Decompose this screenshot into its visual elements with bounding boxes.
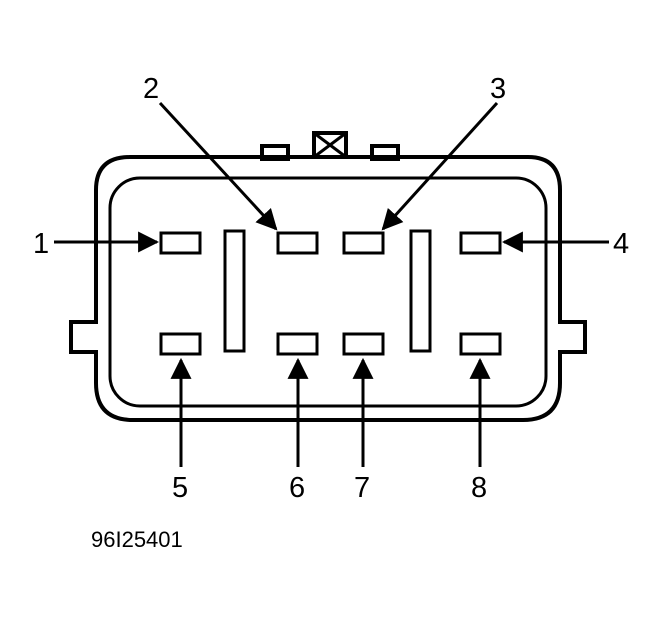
keying-slot-right — [409, 229, 432, 353]
pin-cavity-2 — [276, 231, 319, 255]
housing-outer-outline — [69, 155, 587, 422]
pin-cavity-8 — [459, 332, 502, 356]
pin-label-1: 1 — [33, 228, 49, 260]
pin-cavity-1 — [159, 231, 202, 255]
leader-arrows — [54, 101, 609, 467]
figure-id: 96I25401 — [91, 527, 183, 552]
pin-label-8: 8 — [471, 472, 487, 504]
latch-tab-right — [370, 144, 400, 161]
housing-inner-outline — [108, 176, 548, 408]
arrow-pin-2 — [158, 101, 278, 231]
connector-housing — [69, 131, 587, 422]
pin-labels: 1 2 3 4 5 6 7 8 — [33, 73, 629, 504]
pin-label-7: 7 — [354, 472, 370, 504]
pin-label-2: 2 — [143, 73, 159, 105]
pin-label-6: 6 — [289, 472, 305, 504]
pin-cavity-6 — [276, 332, 319, 356]
pin-cavity-4 — [459, 231, 502, 255]
pin-cavity-7 — [342, 332, 385, 356]
pin-cavity-5 — [159, 332, 202, 356]
arrow-pin-3 — [381, 101, 499, 231]
latch-x-mark — [313, 131, 347, 159]
pin-cavity-3 — [342, 231, 385, 255]
pin-label-3: 3 — [490, 73, 506, 105]
latch-tab-left — [260, 144, 290, 161]
latch-x-box — [312, 131, 348, 159]
keying-slot-left — [223, 229, 246, 353]
pin-cavities — [159, 229, 502, 356]
pin-label-5: 5 — [172, 472, 188, 504]
pin-label-4: 4 — [613, 228, 629, 260]
